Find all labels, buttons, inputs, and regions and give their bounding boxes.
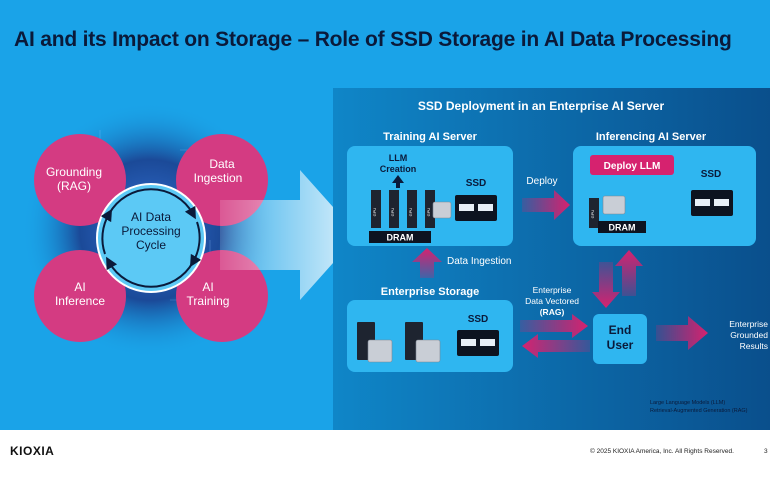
stage-ai-training-line-1: AI <box>202 280 213 294</box>
storage-server-1 <box>357 322 393 363</box>
end-user-line-1: End <box>609 323 632 337</box>
legend-rag: Retrieval-Augmented Generation (RAG) <box>650 408 748 414</box>
deployment-panel: SSD Deployment in an Enterprise AI Serve… <box>333 88 770 430</box>
slide-title: AI and its Impact on Storage – Role of S… <box>14 28 732 51</box>
cycle-center-line-3: Cycle <box>136 238 166 252</box>
gpu-label-3: GPU <box>408 208 413 217</box>
cycle-arrow-bottom <box>106 256 194 288</box>
llm-creation-line-2: Creation <box>380 164 417 174</box>
enterprise-storage-title: Enterprise Storage <box>381 286 479 298</box>
storage-ssd-icon <box>457 330 499 356</box>
stage-circle-ai-inference <box>34 250 126 342</box>
deployment-panel-bg <box>333 88 770 430</box>
inferencing-gpu-label: GPU <box>590 210 595 219</box>
gpu-label-4: GPU <box>426 208 431 217</box>
stage-data-ingestion-line-2: Ingestion <box>194 171 243 185</box>
cycle-center-circle <box>96 183 206 293</box>
cycle-arrow-right <box>189 221 202 268</box>
transition-arrow <box>220 170 358 300</box>
gpu-card-2 <box>389 190 399 228</box>
slide: AI and its Impact on Storage – Role of S… <box>0 0 770 430</box>
cycle-center-line-1: AI Data <box>131 210 171 224</box>
grounded-results-arrow <box>656 316 708 350</box>
storage-server-2 <box>405 322 441 363</box>
inference-up-arrow <box>615 250 643 296</box>
training-ssd-label: SSD <box>466 178 487 189</box>
gpu-label-1: GPU <box>372 208 377 217</box>
storage-ssd-label: SSD <box>468 314 489 325</box>
training-gpu-stack: GPU GPU GPU GPU <box>371 190 452 228</box>
cycle-center-line-2: Processing <box>121 224 180 238</box>
gpu-card-3 <box>407 190 417 228</box>
training-ssd-icon <box>455 195 497 221</box>
data-ingestion-label: Data Ingestion <box>447 256 512 267</box>
end-user-box <box>593 314 647 364</box>
stage-ai-training-line-2: Training <box>187 294 230 308</box>
end-user-line-2: User <box>607 338 634 352</box>
footer: KIOXIA © 2025 KIOXIA America, Inc. All R… <box>0 430 770 484</box>
grounded-line-3: Results <box>740 341 768 351</box>
stage-circle-ai-training <box>176 250 268 342</box>
gpu-card-1 <box>371 190 381 228</box>
diagram: AI Data Processing Cycle Grounding (RAG)… <box>22 88 770 430</box>
stage-ai-inference-line-1: AI <box>74 280 85 294</box>
llm-creation-line-1: LLM <box>389 153 408 163</box>
training-dram-label: DRAM <box>387 233 414 243</box>
stage-ai-inference-line-2: Inference <box>55 294 105 308</box>
inferencing-dram-bar <box>598 221 646 233</box>
inferencing-dram-label: DRAM <box>609 223 636 233</box>
gpu-card-4 <box>425 190 435 228</box>
data-ingestion-arrow <box>412 248 442 278</box>
training-dram-bar <box>369 231 431 243</box>
grounded-line-1: Enterprise <box>729 319 768 329</box>
training-server-title: Training AI Server <box>383 131 477 143</box>
cycle-arrow-left <box>100 208 113 255</box>
legend-llm: Large Language Models (LLM) <box>650 400 725 406</box>
stage-grounding-line-1: Grounding <box>46 165 102 179</box>
page-number: 3 <box>764 448 768 455</box>
inferencing-gpu-card <box>589 198 599 228</box>
stage-circle-grounding <box>34 134 126 226</box>
inferencing-ssd-label: SSD <box>701 169 722 180</box>
copyright-text: © 2025 KIOXIA America, Inc. All Rights R… <box>590 448 734 455</box>
grounded-line-2: Grounded <box>730 330 768 340</box>
vectored-line-2: Data Vectored <box>525 296 579 306</box>
vectored-arrow-right <box>520 314 588 338</box>
cycle-arrow-top <box>108 188 196 220</box>
inferencing-ssd-icon <box>691 190 733 216</box>
vectored-arrow-left <box>522 334 590 358</box>
deployment-title: SSD Deployment in an Enterprise AI Serve… <box>418 99 665 113</box>
kioxia-logo: KIOXIA <box>10 444 55 458</box>
llm-creation-arrow-icon <box>392 175 404 188</box>
deploy-arrow <box>522 190 570 220</box>
inferencing-storage-drum-icon <box>602 195 626 215</box>
inference-down-arrow <box>592 262 620 308</box>
vectored-line-3: (RAG) <box>540 307 565 317</box>
deploy-llm-label: Deploy LLM <box>604 161 661 172</box>
deploy-llm-badge <box>590 155 674 175</box>
deploy-label: Deploy <box>526 176 557 187</box>
stage-data-ingestion-line-1: Data <box>209 157 235 171</box>
vectored-line-1: Enterprise <box>533 285 572 295</box>
stage-grounding-line-2: (RAG) <box>57 179 91 193</box>
inferencing-server-title: Inferencing AI Server <box>596 131 707 143</box>
storage-drum-icon <box>432 201 452 219</box>
gpu-label-2: GPU <box>390 208 395 217</box>
